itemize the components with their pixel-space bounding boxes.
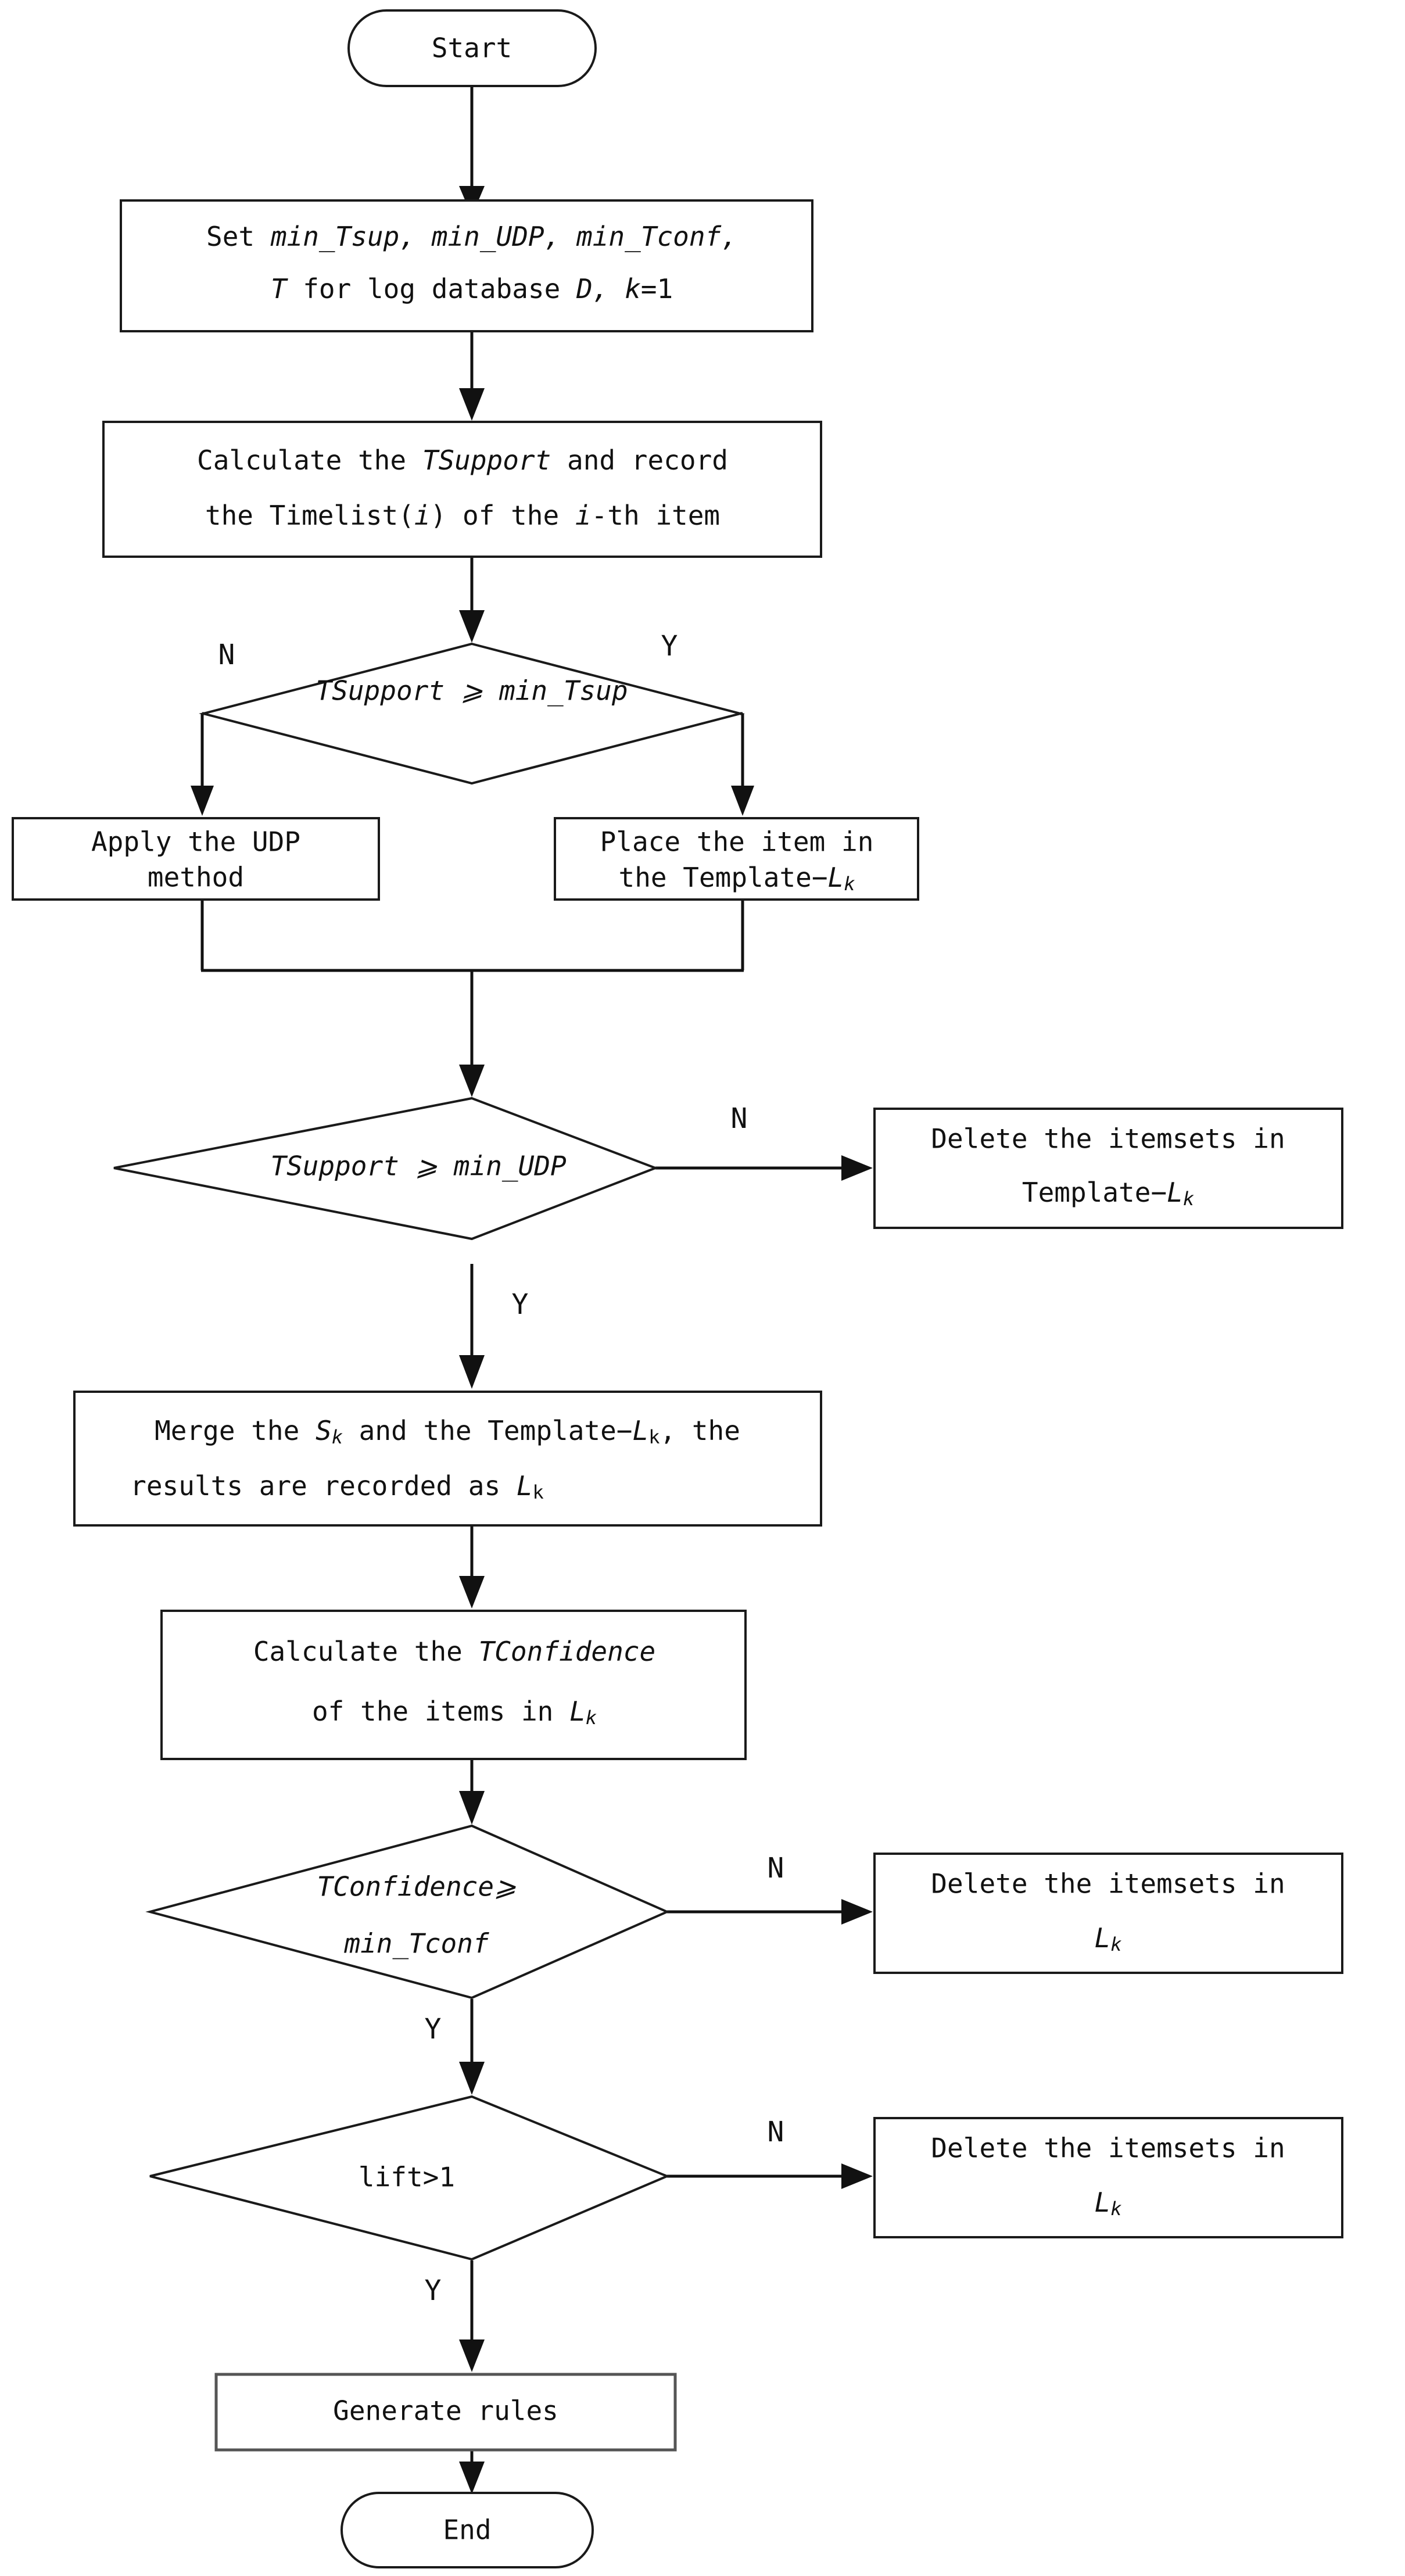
arrowhead-decide-tconf-no <box>841 1899 873 1925</box>
set-params-process-shape <box>120 199 813 332</box>
node-decide-tsup[interactable]: TSupport ⩾ min_Tsup N Y <box>199 630 745 785</box>
merge-sk-process-shape <box>73 1391 822 1527</box>
decide-tconf-line1: TConfidence⩾ <box>317 1871 516 1903</box>
decide-udp-no-label: N <box>731 1102 748 1135</box>
decide-lift-label: lift>1 <box>359 2162 455 2193</box>
delete-template-process-shape <box>873 1108 1343 1229</box>
decide-udp-yes-label: Y <box>512 1288 529 1321</box>
decide-tsup-label: TSupport ⩾ min_Tsup <box>316 675 628 707</box>
decide-tsup-yes-label: Y <box>661 630 678 662</box>
node-end[interactable]: End <box>341 2492 594 2568</box>
start-terminator-shape <box>347 9 597 87</box>
delete-template-line2: Template−Lk <box>1022 1177 1194 1210</box>
delete-lk-2-line2: Lk <box>1095 2187 1122 2220</box>
generate-rules-process-shape <box>214 2373 677 2452</box>
calc-tconfidence-line2: of the items in Lk <box>312 1696 597 1729</box>
arrowhead-merge-sk-to-calc-tconfidence <box>459 1576 485 1608</box>
arrowhead-decide-udp-no <box>841 1155 873 1181</box>
node-calc-tsupport[interactable]: Calculate the TSupport and record the Ti… <box>102 421 822 558</box>
arrowhead-decide-lift-no <box>841 2163 873 2189</box>
arrowhead-decide-tsup-no <box>191 786 214 816</box>
node-delete-lk-2[interactable]: Delete the itemsets in Lk <box>873 2117 1343 2238</box>
apply-udp-line2: method <box>148 862 244 893</box>
arrowhead-decide-udp-yes <box>459 1355 485 1389</box>
calc-tsupport-line1: Calculate the TSupport and record <box>197 445 728 476</box>
calc-tsupport-line2: the Timelist(i) of the i-th item <box>205 500 720 531</box>
decide-tconf-line2: min_Tconf <box>343 1928 489 1959</box>
delete-lk-2-line1: Delete the itemsets in <box>931 2133 1285 2164</box>
decide-tconf-no-label: N <box>768 1852 784 1884</box>
merge-sk-line1: Merge the Sk and the Template−Lk, the <box>155 1415 740 1449</box>
node-delete-template[interactable]: Delete the itemsets in Template−Lk <box>873 1108 1343 1229</box>
arrowhead-merge-to-decide-udp <box>459 1065 485 1097</box>
arrowhead-generate-rules-to-end <box>459 2462 485 2494</box>
generate-rules-label: Generate rules <box>333 2395 558 2427</box>
apply-udp-process-shape <box>12 817 380 901</box>
decide-lift-no-label: N <box>768 2116 784 2148</box>
delete-lk-1-line2: Lk <box>1095 1922 1122 1956</box>
delete-lk-2-process-shape <box>873 2117 1343 2238</box>
decide-tconf-diamond-shape <box>145 1824 670 2000</box>
node-generate-rules[interactable]: Generate rules <box>214 2373 677 2452</box>
calc-tsupport-process-shape <box>102 421 822 558</box>
place-item-process-shape <box>554 817 919 901</box>
delete-template-line1: Delete the itemsets in <box>931 1123 1285 1155</box>
decide-tsup-diamond-shape <box>199 642 745 785</box>
start-label: Start <box>432 33 512 64</box>
node-decide-tconf[interactable]: TConfidence⩾ min_Tconf N Y <box>145 1824 784 2045</box>
node-set-params[interactable]: Set min_Tsup, min_UDP, min_Tconf, T for … <box>120 199 813 332</box>
node-delete-lk-1[interactable]: Delete the itemsets in Lk <box>873 1853 1343 1974</box>
arrowhead-decide-tconf-yes <box>459 2062 485 2095</box>
calc-tconfidence-process-shape <box>160 1610 747 1760</box>
arrowhead-decide-tsup-yes <box>731 786 754 816</box>
arrowhead-calc-tconfidence-to-decide-tconf <box>459 1791 485 1825</box>
decide-lift-diamond-shape <box>149 2095 671 2261</box>
apply-udp-line1: Apply the UDP <box>91 826 300 858</box>
place-item-line1: Place the item in <box>600 826 874 858</box>
connector-layer <box>191 86 873 2494</box>
delete-lk-1-line1: Delete the itemsets in <box>931 1868 1285 1900</box>
set-params-line1: Set min_Tsup, min_UDP, min_Tconf, <box>206 221 737 252</box>
arrowhead-calc-tsupport-to-decide-tsup <box>459 610 485 643</box>
set-params-line2: T for log database D, k=1 <box>271 273 673 304</box>
node-apply-udp[interactable]: Apply the UDP method <box>12 817 380 901</box>
node-decide-udp[interactable]: TSupport ⩾ min_UDP N Y <box>113 1097 748 1321</box>
end-terminator-shape <box>341 2492 594 2568</box>
decide-tsup-no-label: N <box>218 639 235 671</box>
node-place-item[interactable]: Place the item in the Template−Lk <box>554 817 919 901</box>
decide-udp-diamond-shape <box>113 1097 659 1241</box>
end-label: End <box>443 2514 491 2546</box>
decide-udp-label: TSupport ⩾ min_UDP <box>270 1151 567 1182</box>
node-merge-sk[interactable]: Merge the Sk and the Template−Lk, the re… <box>73 1391 822 1527</box>
arrowhead-decide-lift-yes <box>459 2339 485 2372</box>
decide-tconf-yes-label: Y <box>425 2013 442 2045</box>
place-item-line2: the Template−Lk <box>619 862 855 895</box>
calc-tconfidence-line1: Calculate the TConfidence <box>253 1636 655 1667</box>
decide-lift-yes-label: Y <box>425 2274 442 2307</box>
arrowhead-set-params-to-calc-tsupport <box>459 388 485 421</box>
node-decide-lift[interactable]: lift>1 N Y <box>149 2095 784 2307</box>
node-start[interactable]: Start <box>347 9 597 87</box>
node-calc-tconfidence[interactable]: Calculate the TConfidence of the items i… <box>160 1610 747 1760</box>
merge-sk-line2: results are recorded as Lk <box>130 1470 544 1504</box>
delete-lk-1-process-shape <box>873 1853 1343 1974</box>
